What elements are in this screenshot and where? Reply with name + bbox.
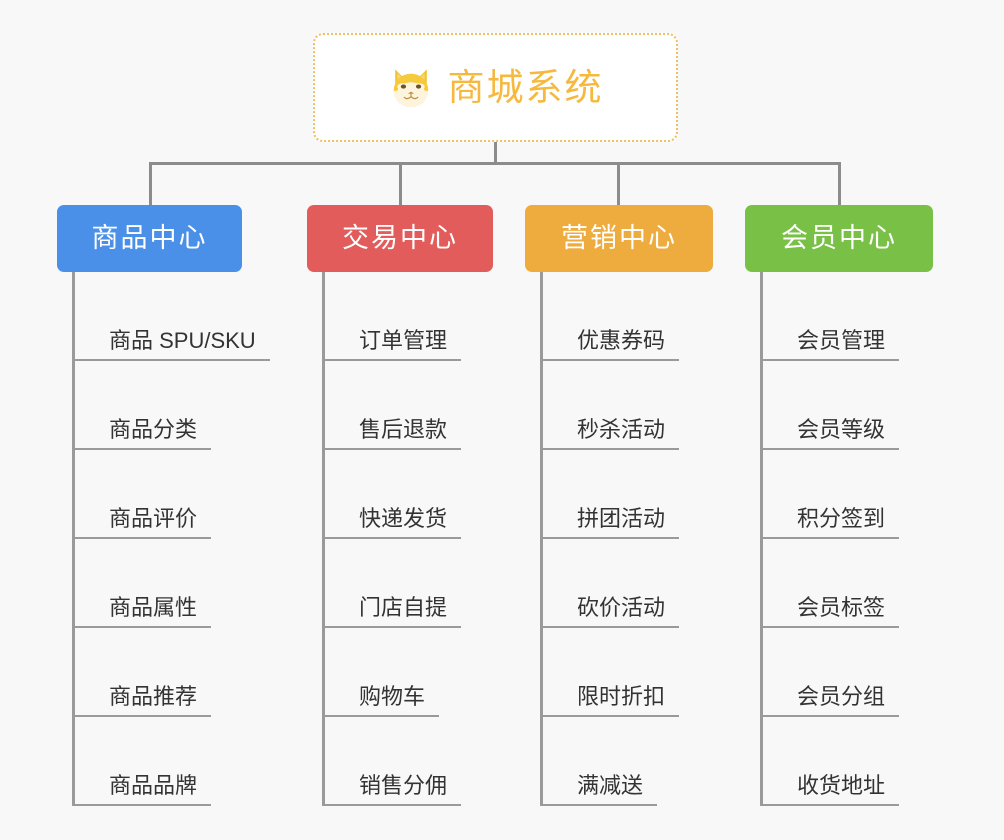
leaf-label: 商品分类 <box>75 417 212 450</box>
leaf-label: 售后退款 <box>325 417 462 450</box>
list-item[interactable]: 满减送 <box>543 717 713 806</box>
branch-column-2: 交易中心 订单管理 售后退款 快递发货 门店自提 购物车 销售分佣 <box>307 205 493 806</box>
list-item[interactable]: 商品推荐 <box>75 628 242 717</box>
category-title-2: 交易中心 <box>342 223 458 253</box>
list-item[interactable]: 会员标签 <box>763 539 933 628</box>
list-item[interactable]: 砍价活动 <box>543 539 713 628</box>
list-item[interactable]: 售后退款 <box>325 361 493 450</box>
leaf-rail-2: 订单管理 售后退款 快递发货 门店自提 购物车 销售分佣 <box>322 272 493 806</box>
list-item[interactable]: 商品评价 <box>75 450 242 539</box>
list-item[interactable]: 门店自提 <box>325 539 493 628</box>
leaf-label: 订单管理 <box>325 328 462 361</box>
shiba-dog-icon <box>393 68 428 107</box>
connector-horizontal-bus <box>149 162 841 165</box>
root-node-title: 商城系统 <box>447 67 604 108</box>
connector-drop-2 <box>399 162 402 206</box>
leaf-label: 满减送 <box>543 773 658 806</box>
leaf-label: 会员等级 <box>763 417 900 450</box>
leaf-rail-4: 会员管理 会员等级 积分签到 会员标签 会员分组 收货地址 <box>760 272 933 806</box>
root-node-mall-system[interactable]: 商城系统 <box>313 33 678 142</box>
leaf-label: 快递发货 <box>325 506 462 539</box>
leaf-label: 商品推荐 <box>75 684 212 717</box>
leaf-label: 销售分佣 <box>325 773 462 806</box>
list-item[interactable]: 商品分类 <box>75 361 242 450</box>
leaf-label: 购物车 <box>325 684 440 717</box>
leaf-rail-3: 优惠券码 秒杀活动 拼团活动 砍价活动 限时折扣 满减送 <box>540 272 713 806</box>
list-item[interactable]: 会员等级 <box>763 361 933 450</box>
leaf-label: 门店自提 <box>325 595 462 628</box>
leaf-label: 优惠券码 <box>543 328 680 361</box>
list-item[interactable]: 优惠券码 <box>543 272 713 361</box>
category-header-1[interactable]: 商品中心 <box>57 205 242 272</box>
leaf-rail-1: 商品 SPU/SKU 商品分类 商品评价 商品属性 商品推荐 商品品牌 <box>72 272 270 806</box>
leaf-label: 秒杀活动 <box>543 417 680 450</box>
branch-column-1: 商品中心 商品 SPU/SKU 商品分类 商品评价 商品属性 商品推荐 商品品牌 <box>57 205 270 806</box>
leaf-label: 商品 SPU/SKU <box>75 328 270 361</box>
list-item[interactable]: 积分签到 <box>763 450 933 539</box>
list-item[interactable]: 商品属性 <box>75 539 242 628</box>
connector-drop-4 <box>838 162 841 206</box>
list-item[interactable]: 商品品牌 <box>75 717 242 806</box>
list-item[interactable]: 会员分组 <box>763 628 933 717</box>
category-title-1: 商品中心 <box>91 223 208 253</box>
leaf-label: 商品品牌 <box>75 773 212 806</box>
list-item[interactable]: 秒杀活动 <box>543 361 713 450</box>
leaf-label: 积分签到 <box>763 506 900 539</box>
category-title-3: 营销中心 <box>561 223 677 253</box>
branch-column-4: 会员中心 会员管理 会员等级 积分签到 会员标签 会员分组 收货地址 <box>745 205 933 806</box>
leaf-label: 会员标签 <box>763 595 900 628</box>
leaf-label: 商品评价 <box>75 506 212 539</box>
category-header-3[interactable]: 营销中心 <box>525 205 713 272</box>
category-header-4[interactable]: 会员中心 <box>745 205 933 272</box>
list-item[interactable]: 订单管理 <box>325 272 493 361</box>
leaf-label: 会员管理 <box>763 328 900 361</box>
leaf-label: 会员分组 <box>763 684 900 717</box>
leaf-label: 限时折扣 <box>543 684 680 717</box>
leaf-label: 拼团活动 <box>543 506 680 539</box>
list-item[interactable]: 商品 SPU/SKU <box>75 272 270 361</box>
list-item[interactable]: 快递发货 <box>325 450 493 539</box>
branch-column-3: 营销中心 优惠券码 秒杀活动 拼团活动 砍价活动 限时折扣 满减送 <box>525 205 713 806</box>
connector-drop-1 <box>149 162 152 206</box>
list-item[interactable]: 收货地址 <box>763 717 933 806</box>
category-header-2[interactable]: 交易中心 <box>307 205 493 272</box>
list-item[interactable]: 购物车 <box>325 628 493 717</box>
list-item[interactable]: 限时折扣 <box>543 628 713 717</box>
leaf-label: 收货地址 <box>763 773 900 806</box>
list-item[interactable]: 销售分佣 <box>325 717 493 806</box>
leaf-label: 砍价活动 <box>543 595 680 628</box>
leaf-label: 商品属性 <box>75 595 212 628</box>
list-item[interactable]: 会员管理 <box>763 272 933 361</box>
category-title-4: 会员中心 <box>781 223 897 253</box>
connector-drop-3 <box>617 162 620 206</box>
list-item[interactable]: 拼团活动 <box>543 450 713 539</box>
connector-root-stem <box>494 142 497 164</box>
